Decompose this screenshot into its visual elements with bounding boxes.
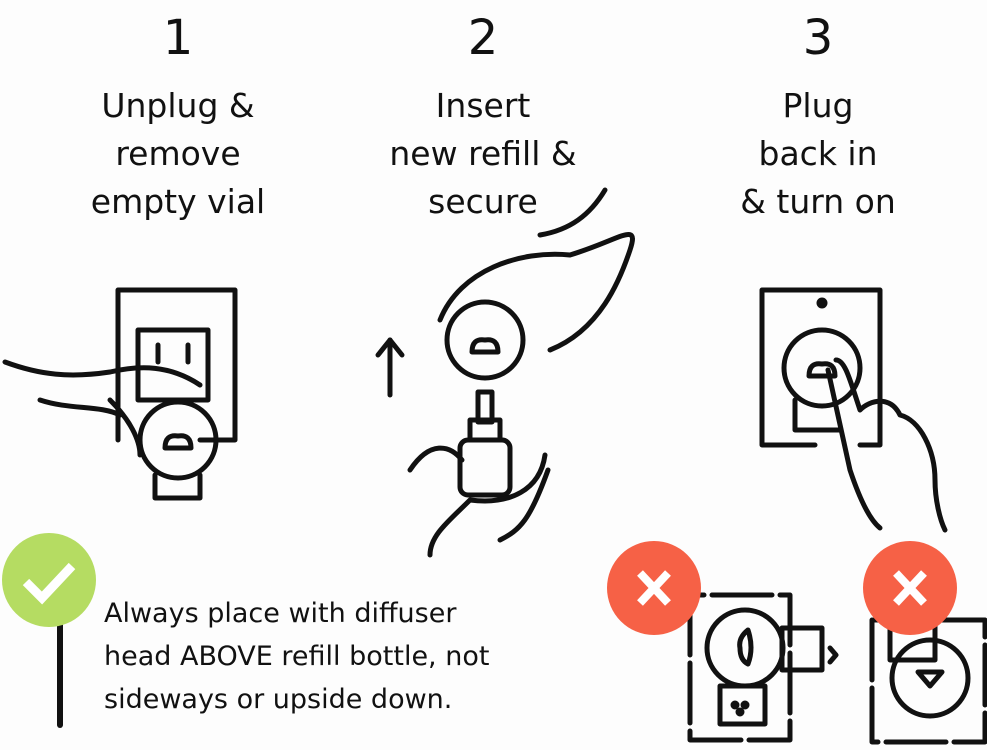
step-3: 3 Plug back in & turn on [658, 0, 978, 226]
title-line: Insert [435, 86, 531, 125]
title-line: Unplug & [101, 86, 255, 125]
note-line: sideways or upside down. [104, 684, 453, 715]
note-line: head ABOVE refill bottle, not [104, 641, 490, 672]
wrong-upside-down-illustration [869, 617, 987, 745]
title-line: Plug [782, 86, 854, 125]
orientation-note: Always place with diffuser head ABOVE re… [104, 592, 489, 721]
step-2: 2 Insert new refill & secure [323, 0, 643, 226]
note-line: Always place with diffuser [104, 598, 457, 629]
title-line: secure [428, 182, 538, 221]
title-line: & turn on [740, 182, 896, 221]
unplug-illustration [2, 287, 238, 501]
step-1: 1 Unplug & remove empty vial [18, 0, 338, 226]
step-title: Unplug & remove empty vial [18, 82, 338, 226]
insert-illustration [375, 187, 635, 558]
title-line: empty vial [90, 182, 266, 221]
title-line: remove [115, 134, 241, 173]
step-number: 3 [802, 10, 834, 66]
step-number: 2 [467, 10, 499, 66]
check-icon [2, 533, 96, 627]
step-number: 1 [162, 10, 194, 66]
cross-icon [863, 541, 957, 635]
title-line: back in [758, 134, 878, 173]
wrong-sideways-illustration [687, 592, 839, 743]
title-line: new refill & [389, 134, 577, 173]
step-title: Insert new refill & secure [323, 82, 643, 226]
cross-icon [607, 541, 701, 635]
step-title: Plug back in & turn on [658, 82, 978, 226]
arrow-up-icon [375, 337, 405, 398]
plug-in-illustration [759, 287, 948, 533]
